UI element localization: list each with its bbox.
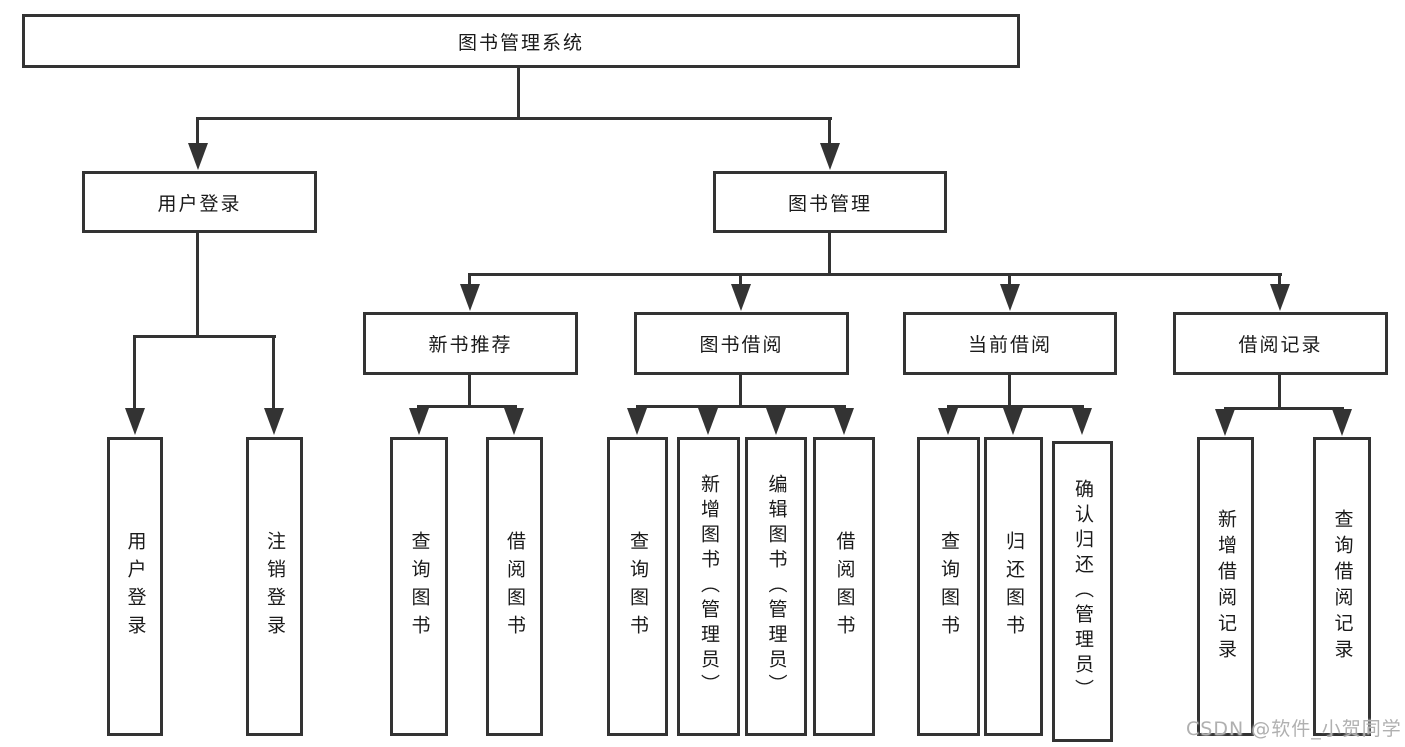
connector-line xyxy=(417,405,517,408)
connector-line xyxy=(133,335,136,410)
node-new-book-recommend: 新书推荐 xyxy=(363,312,578,375)
arrowhead-down-icon xyxy=(1072,408,1092,435)
connector-line xyxy=(1008,375,1011,405)
connector-line xyxy=(1278,375,1281,407)
node-root: 图书管理系统 xyxy=(22,14,1020,68)
arrowhead-down-icon xyxy=(1000,284,1020,311)
leaf-user-login: 用户登录 xyxy=(107,437,163,736)
leaf-bb-add-books-admin: 新增图书（管理员） xyxy=(677,437,740,736)
arrowhead-down-icon xyxy=(1215,409,1235,436)
connector-line xyxy=(828,117,831,144)
arrowhead-down-icon xyxy=(820,143,840,170)
leaf-cb-query-books: 查询图书 xyxy=(917,437,980,736)
node-book-borrowing: 图书借阅 xyxy=(634,312,849,375)
arrowhead-down-icon xyxy=(125,408,145,435)
csdn-watermark: CSDN @软件_小贺同学 xyxy=(1186,718,1402,740)
leaf-br-add-record: 新增借阅记录 xyxy=(1197,437,1254,736)
arrowhead-down-icon xyxy=(698,408,718,435)
connector-line xyxy=(196,233,199,335)
leaf-cb-confirm-return-admin: 确认归还（管理员） xyxy=(1052,441,1113,742)
leaf-cb-return-books: 归还图书 xyxy=(984,437,1043,736)
arrowhead-down-icon xyxy=(1003,408,1023,435)
node-current-borrowing: 当前借阅 xyxy=(903,312,1117,375)
arrowhead-down-icon xyxy=(766,408,786,435)
connector-line xyxy=(196,117,199,144)
arrowhead-down-icon xyxy=(460,284,480,311)
connector-line xyxy=(1008,273,1011,285)
connector-line xyxy=(133,335,276,338)
leaf-nb-borrow-books: 借阅图书 xyxy=(486,437,543,736)
arrowhead-down-icon xyxy=(264,408,284,435)
connector-line xyxy=(947,405,1084,408)
arrowhead-down-icon xyxy=(504,408,524,435)
arrowhead-down-icon xyxy=(938,408,958,435)
arrowhead-down-icon xyxy=(834,408,854,435)
leaf-bb-query-books: 查询图书 xyxy=(607,437,668,736)
arrowhead-down-icon xyxy=(188,143,208,170)
node-book-management: 图书管理 xyxy=(713,171,947,233)
leaf-bb-edit-books-admin: 编辑图书（管理员） xyxy=(745,437,807,736)
connector-line xyxy=(272,335,275,410)
arrowhead-down-icon xyxy=(409,408,429,435)
connector-line xyxy=(739,375,742,405)
leaf-logout: 注销登录 xyxy=(246,437,303,736)
node-borrowing-records: 借阅记录 xyxy=(1173,312,1388,375)
connector-line xyxy=(517,68,520,117)
leaf-br-query-record: 查询借阅记录 xyxy=(1313,437,1371,736)
connector-line xyxy=(739,273,742,285)
node-user-login: 用户登录 xyxy=(82,171,317,233)
connector-line xyxy=(1224,407,1344,410)
connector-line xyxy=(636,405,846,408)
connector-line xyxy=(197,117,832,120)
leaf-nb-query-books: 查询图书 xyxy=(390,437,448,736)
arrowhead-down-icon xyxy=(1270,284,1290,311)
connector-line xyxy=(1278,273,1281,285)
arrowhead-down-icon xyxy=(627,408,647,435)
connector-line xyxy=(469,273,1282,276)
connector-line xyxy=(468,273,471,285)
arrowhead-down-icon xyxy=(731,284,751,311)
leaf-bb-borrow-books: 借阅图书 xyxy=(813,437,875,736)
connector-line xyxy=(468,375,471,405)
connector-line xyxy=(828,233,831,273)
arrowhead-down-icon xyxy=(1332,409,1352,436)
